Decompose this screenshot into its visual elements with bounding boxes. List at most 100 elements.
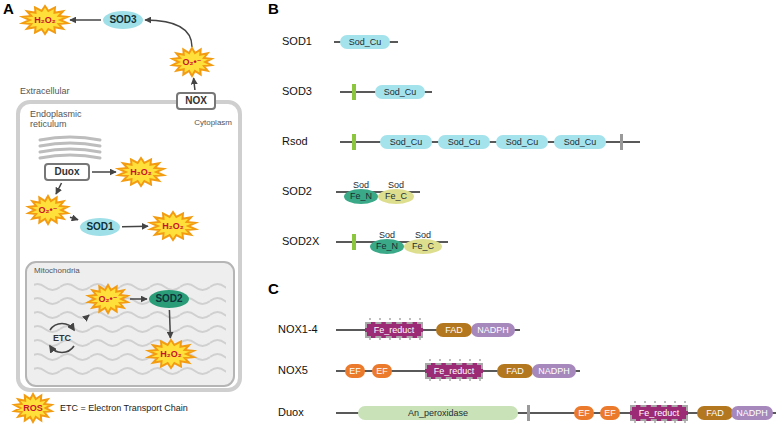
node-text: NADPH	[538, 366, 570, 376]
enzyme-box: NOX	[176, 92, 216, 110]
panel-letter: C	[268, 280, 279, 297]
node-text: Cytoplasm	[194, 118, 232, 127]
protein-name: Duox	[278, 406, 304, 419]
transmembrane-bars	[527, 134, 623, 421]
domain-box: Fe_reduct	[365, 322, 423, 338]
endoplasmic-reticulum	[40, 137, 100, 158]
protein-name: SOD3	[282, 85, 312, 98]
mitochondrion-region: MitochondriaO₂•⁻SOD2ETCH₂O₂	[26, 262, 234, 386]
ros-star: O₂•⁻	[88, 285, 128, 313]
panel-letter: B	[268, 0, 279, 17]
domain-box: Fe_reduct	[630, 405, 688, 421]
reaction-arrow	[130, 298, 147, 300]
domain-pill: NADPH	[731, 406, 773, 420]
domain-pill: EF	[574, 406, 594, 420]
domain-pill: FAD	[497, 364, 533, 378]
domain-pill: Sod_Cu	[496, 135, 548, 149]
domain-pill: Sod_Cu	[554, 135, 606, 149]
reaction-arrow	[86, 315, 89, 318]
domain-ellipse: Sod Fe_N	[370, 228, 404, 254]
node-text: Fe_reduct	[374, 325, 415, 335]
node-text: ETC	[53, 333, 71, 343]
reaction-arrow	[194, 78, 195, 90]
node-text: EF	[578, 408, 590, 418]
node-text: EF	[604, 408, 616, 418]
domain-pill: Sod_Cu	[380, 135, 432, 149]
node-text: NOX	[185, 95, 207, 107]
domain-pill: EF	[600, 406, 620, 420]
enzyme-ellipse: SOD2	[149, 290, 189, 308]
domain-pill: Sod_Cu	[438, 135, 490, 149]
node-text: EF	[376, 366, 388, 376]
domain-ellipse: Sod Fe_C	[404, 228, 442, 254]
node-text: Sod_Cu	[384, 87, 417, 97]
legend-star: ROS	[14, 394, 52, 422]
node-text: Sod Fe_N	[374, 230, 400, 252]
enzyme-ellipse: SOD3	[103, 11, 143, 29]
reaction-arrow	[145, 20, 192, 47]
reaction-arrow	[169, 310, 170, 338]
domain-pill: FAD	[436, 323, 472, 337]
node-text: Sod_Cu	[564, 137, 597, 147]
mitochondrion	[26, 262, 234, 386]
reaction-arrow	[70, 19, 101, 21]
domain-pill: FAD	[697, 406, 733, 420]
node-text: Sod_Cu	[506, 137, 539, 147]
ros-star: O₂•⁻	[172, 48, 212, 76]
domain-pill: EF	[372, 364, 392, 378]
region-label: Endoplasmic reticulum	[30, 109, 102, 130]
domain-pill: NADPH	[471, 323, 515, 337]
protein-name: Rsod	[282, 135, 308, 148]
enzyme-ellipse: SOD1	[80, 218, 120, 236]
node-text: An_peroxidase	[408, 408, 468, 418]
node-text: SOD2	[155, 293, 182, 305]
reaction-arrow	[122, 226, 148, 228]
node-text: Fe_reduct	[639, 408, 680, 418]
cell-outline: CytoplasmNOXDuoxH₂O₂O₂•⁻SOD1H₂O₂Mitochon…	[16, 100, 242, 392]
node-text: NADPH	[736, 408, 768, 418]
protein-name: SOD2	[282, 185, 312, 198]
region-label: Extracellular	[20, 86, 70, 96]
node-text: Sod_Cu	[448, 137, 481, 147]
node-text: SOD3	[109, 14, 136, 26]
protein-backbones	[334, 42, 776, 413]
node-text: FAD	[706, 408, 724, 418]
domain-pill: An_peroxidase	[358, 406, 518, 420]
protein-name: NOX5	[278, 364, 308, 377]
node-text: H₂O₂	[162, 221, 184, 231]
node-text: O₂•⁻	[39, 205, 58, 215]
legend-text: ROS	[23, 403, 43, 413]
enzyme-box: Duox	[44, 163, 90, 181]
protein-name: SOD1	[282, 35, 312, 48]
domain-pill: Sod_Cu	[340, 35, 390, 49]
node-text: H₂O₂	[130, 167, 152, 177]
region-label: ETC = Electron Transport Chain	[60, 403, 188, 413]
etc-cycle: ETC	[40, 318, 84, 358]
domain-ellipse: Sod Fe_C	[378, 178, 414, 204]
domain-pill: NADPH	[532, 364, 576, 378]
node-text: EF	[349, 366, 361, 376]
signal-peptides	[352, 84, 356, 250]
domain-pill: EF	[345, 364, 365, 378]
node-text: H₂O₂	[34, 15, 56, 25]
node-text: SOD1	[86, 221, 113, 233]
panel-letter: A	[3, 0, 14, 17]
node-text: Sod_Cu	[349, 37, 382, 47]
node-text: Sod Fe_C	[410, 230, 436, 252]
ros-star: H₂O₂	[150, 212, 196, 240]
ros-star: H₂O₂	[148, 340, 194, 368]
reaction-arrow	[70, 217, 78, 220]
node-text: FAD	[445, 325, 463, 335]
reaction-arrow	[92, 171, 116, 173]
node-text: FAD	[506, 366, 524, 376]
protein-name: NOX1-4	[278, 323, 318, 336]
node-text: H₂O₂	[160, 349, 182, 359]
reaction-arrow	[56, 183, 62, 194]
node-text: O₂•⁻	[183, 57, 202, 67]
domain-box: Fe_reduct	[425, 363, 483, 379]
node-text: Sod_Cu	[390, 137, 423, 147]
node-text: Sod Fe_N	[348, 180, 374, 202]
